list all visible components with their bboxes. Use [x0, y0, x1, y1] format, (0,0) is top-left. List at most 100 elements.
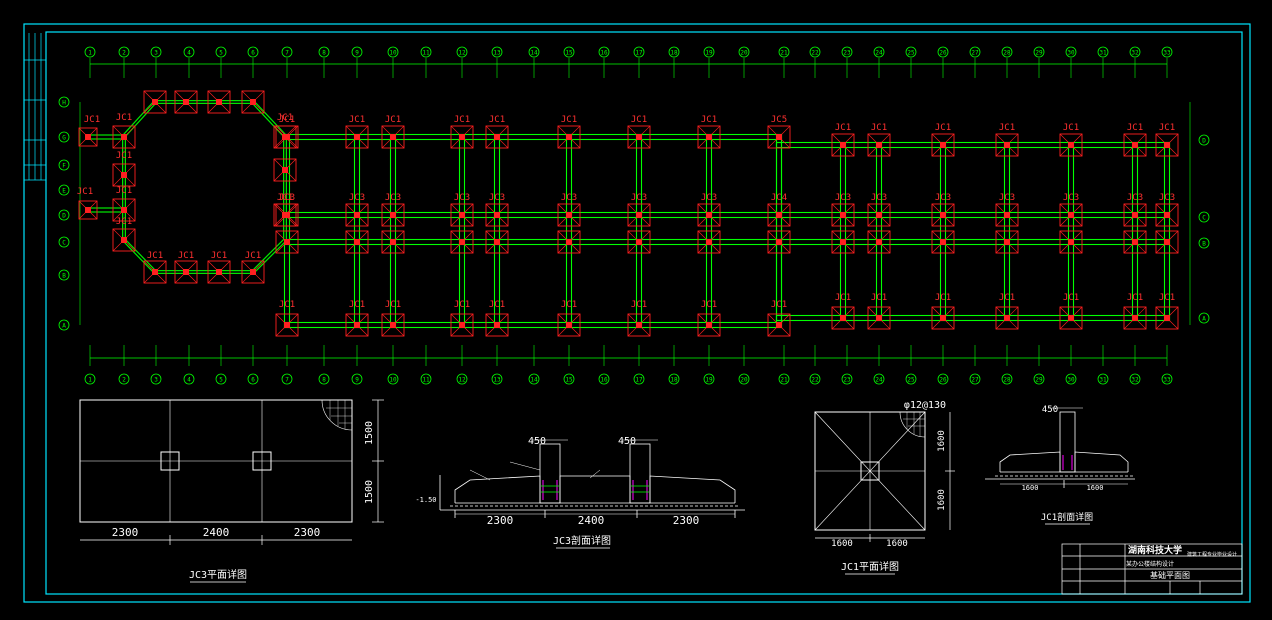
grid-bubble: [937, 46, 949, 58]
footing: [450, 313, 474, 337]
d3-dim-2: 1600: [886, 539, 908, 549]
column-stub: [1164, 212, 1170, 218]
d2-rebar: [542, 480, 648, 500]
footing: [275, 230, 299, 254]
footing: [557, 203, 581, 227]
footing-outline: [995, 203, 1019, 227]
footing-label: JC1: [1063, 123, 1079, 133]
footing-label: JC1: [211, 251, 227, 261]
grid-bubble: [598, 46, 610, 58]
plan-footings: [78, 90, 1179, 337]
grid-bubble-label: 18: [670, 377, 678, 384]
column-stub: [1132, 315, 1138, 321]
grid-bubble-label: 1: [88, 50, 92, 57]
grid-bubble-label: 22: [811, 50, 819, 57]
d4-title: JC1剖面详图: [1041, 511, 1093, 523]
footing-outline: [995, 133, 1019, 157]
column-stub: [282, 212, 288, 218]
footing-outline: [831, 203, 855, 227]
footing: [273, 203, 297, 227]
column-stub: [216, 99, 222, 105]
grid-bubble: [150, 373, 162, 385]
grid-bubble: [905, 373, 917, 385]
footing: [995, 230, 1019, 254]
grid-bubble-left: [58, 159, 70, 171]
footing: [275, 313, 299, 337]
column-stub: [390, 322, 396, 328]
grid-bubble-label: 28: [1003, 50, 1011, 57]
footing: [112, 228, 136, 252]
d1-dim-3: 2300: [294, 526, 321, 539]
grade-beam: [775, 211, 1171, 219]
footing-outline: [1059, 230, 1083, 254]
grid-bubble: [351, 46, 363, 58]
footing-outline: [381, 203, 405, 227]
grid-bubble: [528, 373, 540, 385]
column-stub: [121, 134, 127, 140]
footing-outline: [275, 230, 299, 254]
footing: [831, 306, 855, 330]
grid-bubble-label: 27: [971, 377, 979, 384]
grid-bubble: [281, 46, 293, 58]
column-stub: [876, 142, 882, 148]
footing-label: JC3: [1127, 193, 1143, 203]
grid-bubble: [84, 46, 96, 58]
grid-bubble-label: 16: [600, 377, 608, 384]
column-stub: [152, 99, 158, 105]
grid-bubble: [668, 46, 680, 58]
grid-bubble: [969, 46, 981, 58]
footing: [931, 203, 955, 227]
footing-label: JC1: [385, 300, 401, 310]
d4-top-dim: 450: [1042, 405, 1058, 415]
d1-dim-2: 2400: [203, 526, 230, 539]
column-stub: [636, 134, 642, 140]
grid-bubble-label: 32: [1131, 377, 1139, 384]
footing: [1059, 203, 1083, 227]
grid-bubble-label: 21: [780, 377, 788, 384]
footing: [995, 203, 1019, 227]
tb-sheet: 基础平面图: [1150, 570, 1190, 580]
column-stub: [940, 142, 946, 148]
footing: [485, 125, 509, 149]
footing-label: JC1: [277, 193, 293, 203]
column-stub: [706, 212, 712, 218]
footing-outline: [931, 230, 955, 254]
footing-label: JC1: [999, 293, 1015, 303]
footing: [767, 125, 791, 149]
footing-label: JC3: [999, 193, 1015, 203]
column-stub: [390, 212, 396, 218]
grid-bubble-left: [58, 269, 70, 281]
footing-outline: [241, 90, 265, 114]
grid-bubble-label: 16: [600, 50, 608, 57]
grid-bubble-label: 14: [530, 50, 538, 57]
column-stub: [566, 212, 572, 218]
footing: [241, 90, 265, 114]
footing: [143, 90, 167, 114]
column-stub: [1004, 315, 1010, 321]
grid-bubble-label: 33: [1163, 377, 1171, 384]
plan-grid-bubbles: 1122334455667788991010111112121313141415…: [58, 46, 1210, 385]
column-stub: [1132, 142, 1138, 148]
column-stub: [940, 212, 946, 218]
grid-bubble: [873, 373, 885, 385]
grade-beam: [85, 207, 127, 213]
footing-label: JC1: [489, 300, 505, 310]
grid-bubble-label: 9: [355, 377, 359, 384]
footing: [1059, 133, 1083, 157]
footing-label: JC1: [771, 300, 787, 310]
grid-bubble-label: 12: [458, 50, 466, 57]
column-stub: [250, 269, 256, 275]
octagon-ring-beam-inner: [123, 101, 286, 273]
d3-dim-1: 1600: [831, 539, 853, 549]
footing: [697, 230, 721, 254]
footing-label: JC1: [116, 217, 132, 227]
footing: [627, 313, 651, 337]
grid-bubble-label: 13: [493, 50, 501, 57]
outer-frame: [23, 23, 1251, 603]
grid-bubble-label: 17: [635, 377, 643, 384]
column-stub: [183, 269, 189, 275]
footing-outline: [697, 313, 721, 337]
grid-bubble-right-label: D: [1202, 138, 1206, 145]
grid-bubble-label: 30: [1067, 377, 1075, 384]
